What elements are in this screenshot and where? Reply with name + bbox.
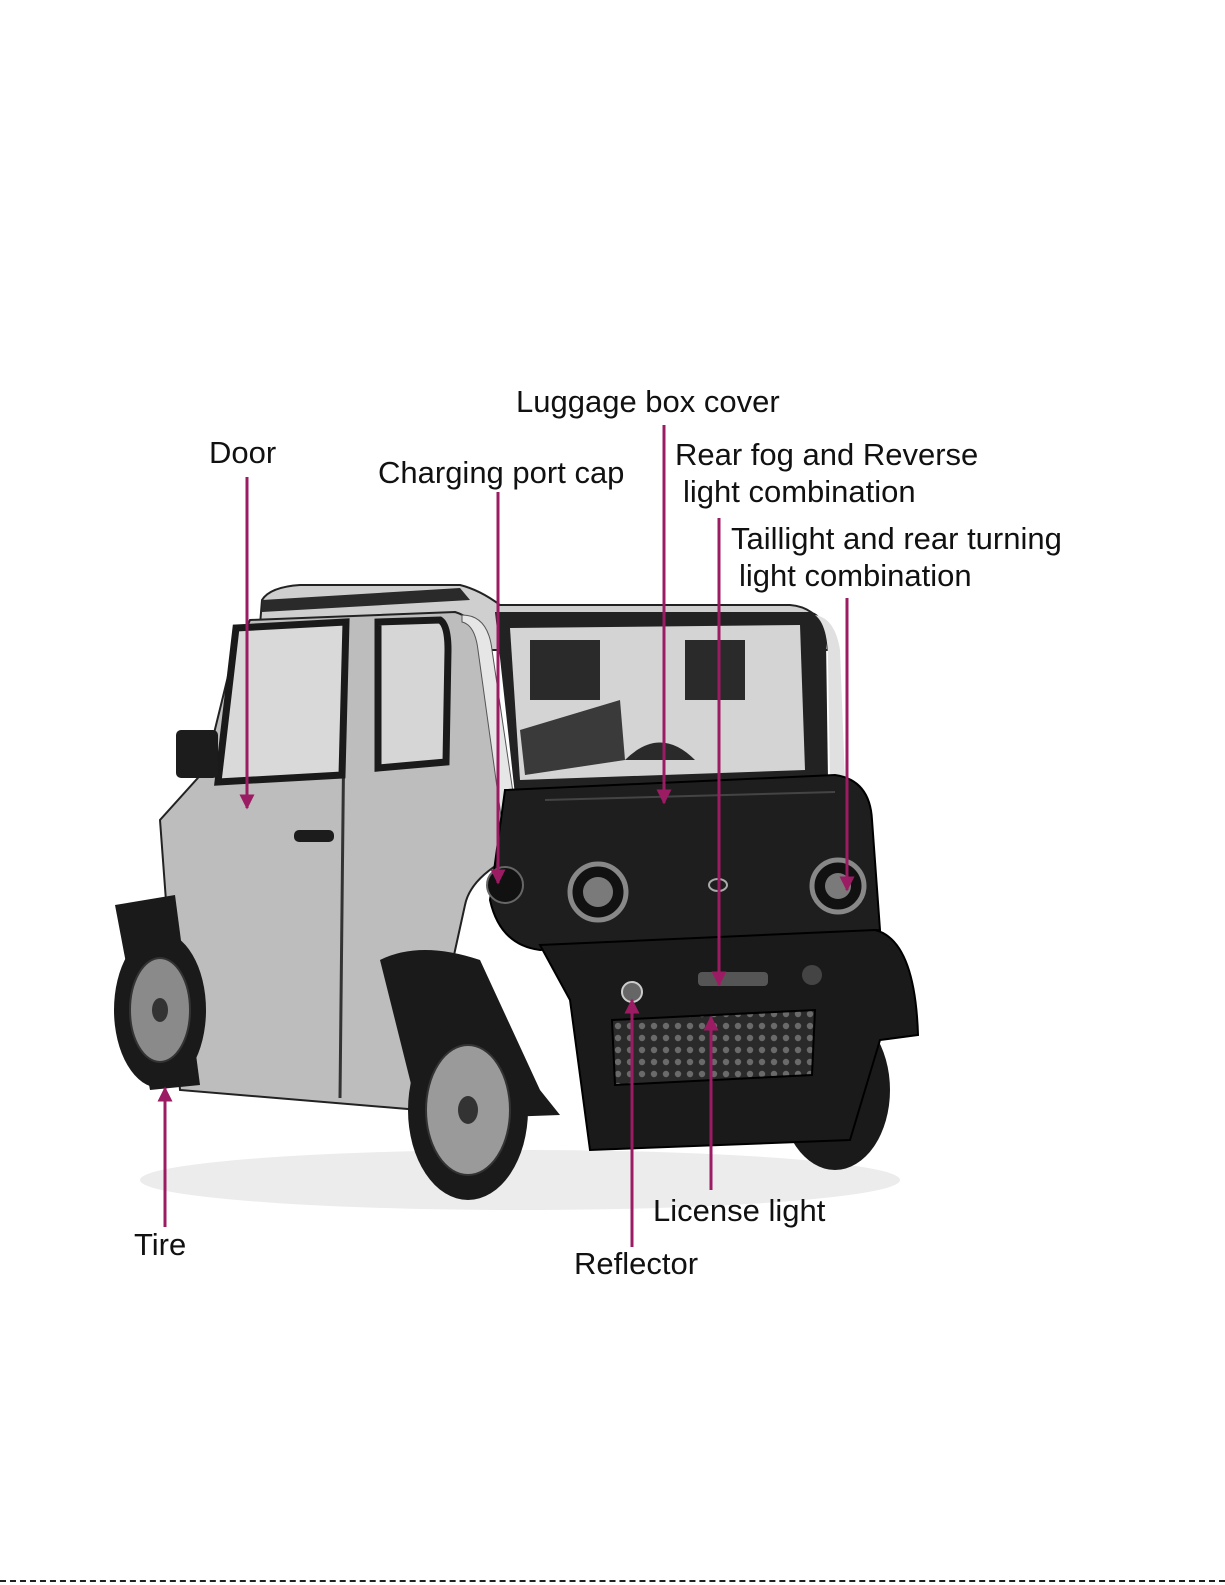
label-luggage-box-cover: Luggage box cover — [516, 383, 780, 420]
label-rear-fog-reverse: Rear fog and Reverse light combination — [675, 436, 978, 510]
label-rear-fog-line-1: Rear fog and Reverse — [675, 436, 978, 473]
label-reflector: Reflector — [574, 1245, 698, 1282]
label-rear-fog-line-2: light combination — [675, 473, 978, 510]
page-bottom-rule — [0, 1580, 1225, 1582]
label-charging-port-cap: Charging port cap — [378, 454, 624, 491]
rear-lamp-left — [570, 864, 626, 920]
label-taillight-turning: Taillight and rear turning light combina… — [731, 520, 1062, 594]
label-license-light: License light — [653, 1192, 825, 1229]
rear-near-wheel — [408, 1020, 528, 1200]
label-door: Door — [209, 434, 276, 471]
rear-lamp-right — [812, 860, 864, 912]
label-tire: Tire — [134, 1226, 186, 1263]
vehicle-illustration — [114, 585, 918, 1210]
label-taillight-line-1: Taillight and rear turning — [731, 520, 1062, 557]
front-wheel — [114, 932, 206, 1088]
label-taillight-line-2: light combination — [731, 557, 1062, 594]
